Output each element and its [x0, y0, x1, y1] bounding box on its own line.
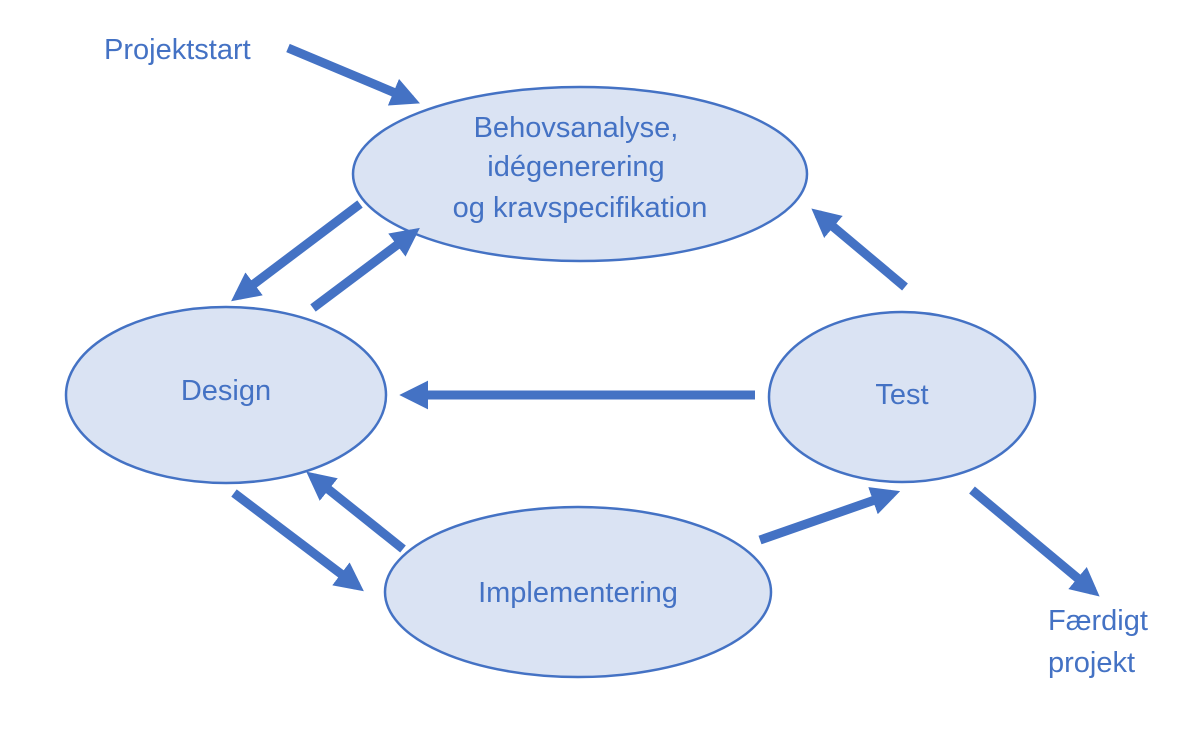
- node-test-shape: [767, 310, 1037, 484]
- arrow-test-to-faerdigt-projekt: [969, 486, 1100, 597]
- node-behovsanalyse: Behovsanalyse, idégenerering og kravspec…: [351, 85, 809, 263]
- label-faerdigt-projekt: Færdigt projekt: [1048, 605, 1156, 679]
- node-design-label: Design: [181, 375, 271, 407]
- node-behovsanalyse-line-2: idégenerering: [487, 151, 664, 183]
- node-implementering-shape: [383, 505, 773, 679]
- arrow-design-to-behovsanalyse: [310, 227, 420, 312]
- node-implementering: Implementering: [383, 505, 773, 679]
- label-faerdigt-projekt-line-1: Færdigt: [1048, 605, 1148, 637]
- node-behovsanalyse-line-1: Behovsanalyse,: [474, 112, 679, 144]
- arrow-implementering-to-design: [306, 471, 406, 553]
- arrow-behovsanalyse-to-design: [231, 200, 363, 302]
- node-test-label: Test: [875, 379, 928, 411]
- arrow-implementering-to-test: [758, 487, 901, 545]
- arrow-test-to-behovsanalyse: [811, 208, 908, 291]
- arrow-projektstart-to-behovsanalyse: [286, 43, 420, 106]
- node-behovsanalyse-line-3: og kravspecifikation: [453, 192, 708, 224]
- label-projektstart: Projektstart: [104, 34, 251, 66]
- arrow-design-to-implementering: [231, 489, 364, 592]
- label-faerdigt-projekt-line-2: projekt: [1048, 647, 1135, 679]
- node-implementering-label: Implementering: [478, 577, 678, 609]
- node-design: Design: [64, 305, 388, 485]
- node-behovsanalyse-label: Behovsanalyse, idégenerering og kravspec…: [453, 112, 708, 224]
- node-test: Test: [767, 310, 1037, 484]
- node-behovsanalyse-shape: [351, 85, 809, 263]
- node-design-shape: [64, 305, 388, 485]
